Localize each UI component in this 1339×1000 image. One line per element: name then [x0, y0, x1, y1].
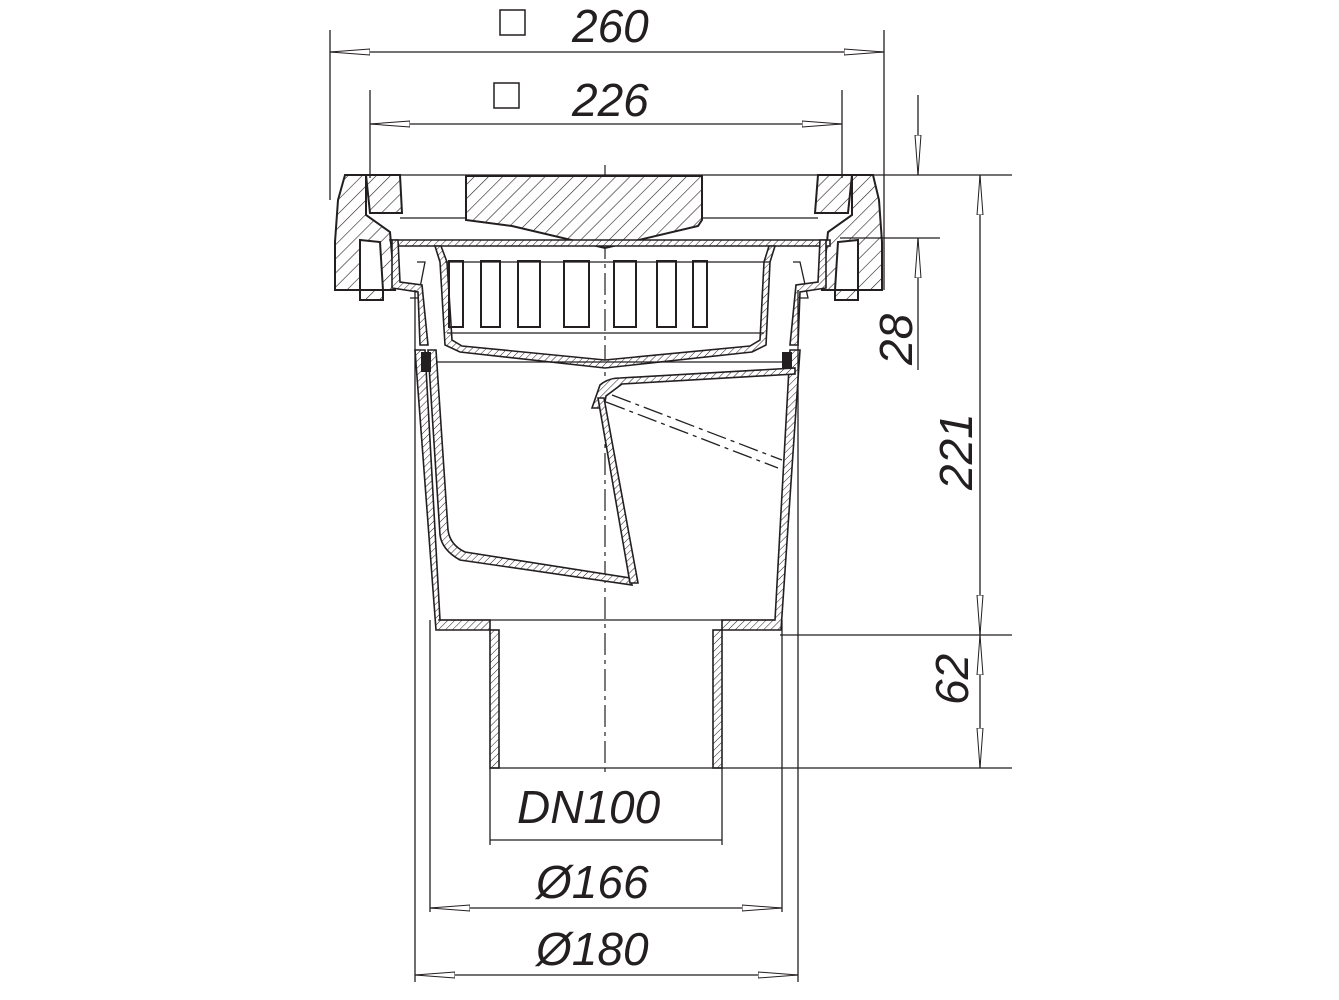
dim-226: 226 [571, 74, 649, 126]
dimension-lines [330, 52, 980, 975]
dim-dn100: DN100 [517, 781, 661, 833]
dim-221: 221 [930, 413, 982, 491]
square-symbol-icon [499, 9, 526, 36]
dim-260: 260 [571, 0, 649, 52]
extension-lines [329, 30, 1012, 982]
grate [465, 175, 703, 250]
drain-body [391, 239, 827, 631]
dim-62: 62 [926, 654, 978, 705]
outlet-pipe [489, 629, 723, 769]
dim-d166: Ø166 [534, 856, 649, 908]
basket [388, 239, 831, 369]
dim-28: 28 [870, 313, 922, 366]
square-symbol-icon [493, 82, 520, 109]
dim-d180: Ø180 [534, 923, 649, 975]
